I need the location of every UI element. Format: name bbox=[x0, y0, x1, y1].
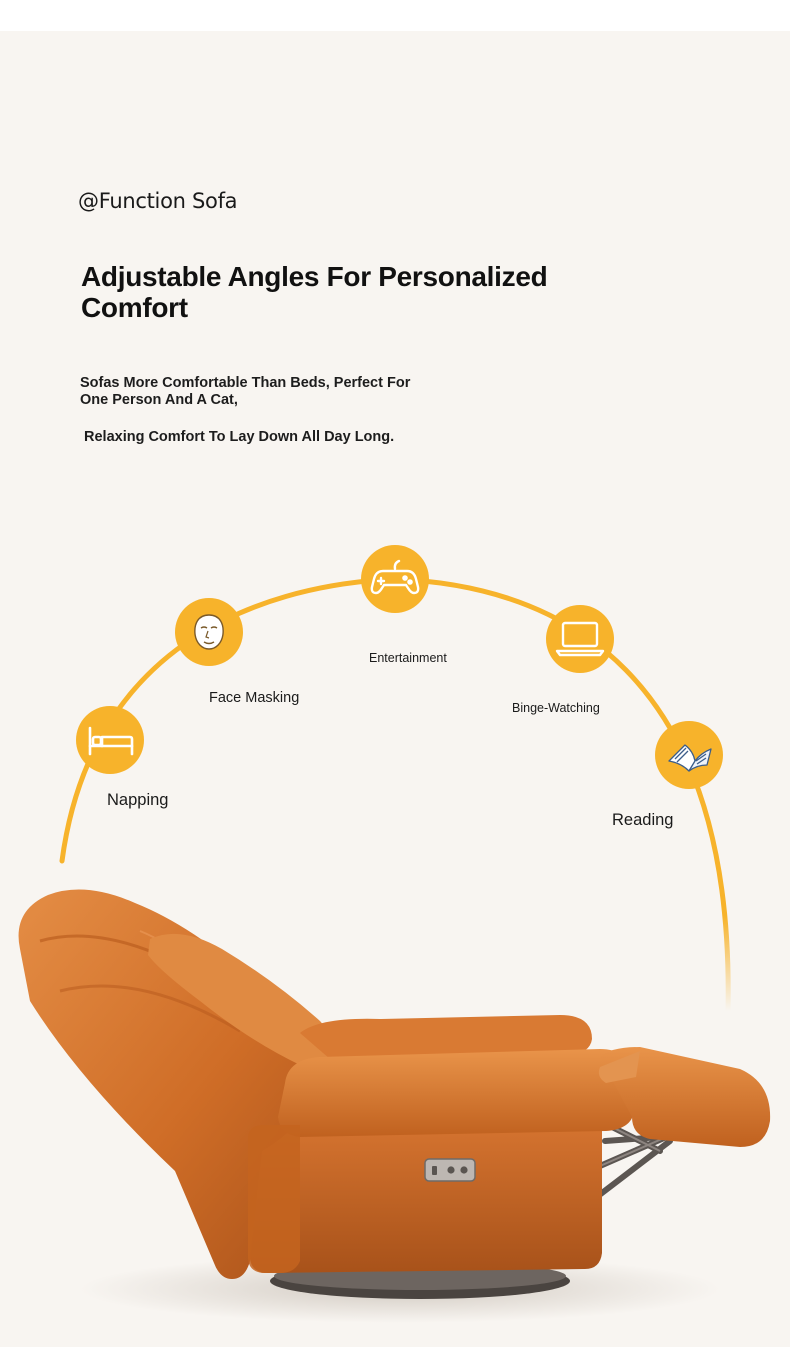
brand-title: @Function Sofa bbox=[78, 189, 238, 213]
recliner-sofa-image bbox=[18, 889, 771, 1323]
headline-line-1: Adjustable Angles For Personalized bbox=[81, 261, 548, 292]
description-line-3: Relaxing Comfort To Lay Down All Day Lon… bbox=[84, 429, 395, 445]
laptop-icon bbox=[555, 621, 605, 657]
napping-label: Napping bbox=[107, 791, 169, 809]
description-line-2: One Person And A Cat, bbox=[80, 392, 238, 408]
gamepad-icon bbox=[370, 559, 420, 595]
book-icon bbox=[668, 744, 712, 772]
reading-badge bbox=[655, 721, 723, 789]
face-mask-icon bbox=[194, 614, 224, 650]
headline-line-2: Comfort bbox=[81, 292, 188, 323]
page-headline: Adjustable Angles For Personalized Comfo… bbox=[81, 261, 581, 323]
bed-icon bbox=[88, 726, 134, 756]
entertainment-label: Entertainment bbox=[369, 651, 447, 665]
entertainment-badge bbox=[361, 545, 429, 613]
face-masking-label: Face Masking bbox=[209, 690, 300, 706]
napping-badge bbox=[76, 706, 144, 774]
face-masking-badge bbox=[175, 598, 243, 666]
binge-watching-label: Binge-Watching bbox=[512, 701, 600, 715]
description-line-1: Sofas More Comfortable Than Beds, Perfec… bbox=[80, 375, 411, 391]
description: Sofas More Comfortable Than Beds, Perfec… bbox=[80, 375, 460, 409]
reading-label: Reading bbox=[612, 811, 674, 829]
product-banner: @Function Sofa Adjustable Angles For Per… bbox=[0, 31, 790, 1347]
binge-watching-badge bbox=[546, 605, 614, 673]
